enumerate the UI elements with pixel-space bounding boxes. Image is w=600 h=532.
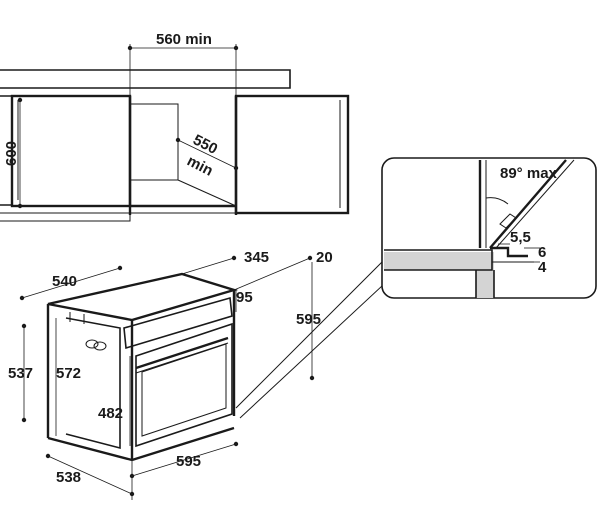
- angle-arc: [485, 197, 509, 205]
- label-width-body: 538: [56, 469, 81, 486]
- detail-worktop-outline: [384, 249, 493, 271]
- dim-dot: [17, 97, 23, 103]
- label-height-total: 595: [296, 311, 321, 328]
- dim-dot: [21, 417, 27, 423]
- detail-oven-top: [490, 246, 528, 258]
- detail-worktop: [384, 252, 492, 270]
- oven-handle-shadow: [135, 342, 229, 374]
- label-height-side: 537: [8, 365, 33, 382]
- detail-worktop-edge: [476, 252, 494, 298]
- detail-door: [489, 159, 567, 249]
- dim-dot: [233, 441, 239, 447]
- detail-leader: [235, 261, 383, 419]
- niche-cabinet: 560 min 600 550 min: [0, 31, 350, 222]
- oven-side-body: [65, 317, 121, 450]
- countertop: [0, 69, 291, 89]
- oven-front-bottom: [131, 426, 235, 462]
- dim-dot: [233, 165, 239, 171]
- plinth: [0, 212, 348, 222]
- dim-depth-body: [181, 257, 235, 275]
- dim-dot: [309, 375, 315, 381]
- dim-dot: [175, 137, 181, 143]
- dim-dot: [127, 45, 133, 51]
- dim-dot: [45, 453, 51, 459]
- dim-width-body: [47, 455, 133, 495]
- label-panel: 95: [236, 289, 253, 306]
- dim-niche-depth: [177, 139, 237, 169]
- dim-dot: [231, 255, 237, 261]
- control-panel: [123, 296, 233, 350]
- dim-dot: [17, 203, 23, 209]
- label-depth-body: 345: [244, 249, 269, 266]
- niche-sides: [128, 96, 238, 215]
- oven-mounts: [69, 312, 85, 324]
- detail-door-inner: [495, 159, 575, 249]
- dim-dot: [19, 295, 25, 301]
- dim-dot: [233, 45, 239, 51]
- detail-hinge: [499, 213, 517, 229]
- label-width-front: 595: [176, 453, 201, 470]
- left-cabinet: [10, 94, 132, 208]
- label-depth-total: 540: [52, 273, 77, 290]
- niche-back: [130, 103, 237, 207]
- label-height-body: 572: [56, 365, 81, 382]
- label-offset-top: 20: [316, 249, 333, 266]
- dim-dot: [21, 323, 27, 329]
- dim-depth-total: [21, 267, 121, 299]
- label-angle: 89° max: [500, 165, 558, 182]
- dim-dot: [117, 265, 123, 271]
- dim-dot: [307, 255, 313, 261]
- detail-box: 89° max 5,5 6 4: [381, 157, 597, 299]
- detail-edge-outline: [475, 270, 495, 298]
- oven-bottom-edge: [47, 436, 133, 462]
- label-gap: 5,5: [510, 229, 531, 246]
- knob-left: [85, 339, 99, 349]
- label-four: 4: [538, 259, 547, 276]
- oven-handle: [135, 336, 229, 370]
- dim-width-front: [131, 443, 237, 477]
- label-niche-height: 600: [3, 141, 20, 166]
- label-niche-width: 560 min: [156, 31, 212, 48]
- label-six: 6: [538, 244, 546, 261]
- oven-door-glass: [141, 343, 227, 437]
- right-cabinet: [234, 94, 350, 215]
- dim-dot: [129, 491, 135, 497]
- knob-right: [93, 341, 107, 351]
- dim-offset-top: [233, 257, 311, 291]
- oven-door: [135, 322, 233, 448]
- oven: 540 345 20 95 595 537 572 482 595: [8, 249, 333, 500]
- label-door-height: 482: [98, 405, 123, 422]
